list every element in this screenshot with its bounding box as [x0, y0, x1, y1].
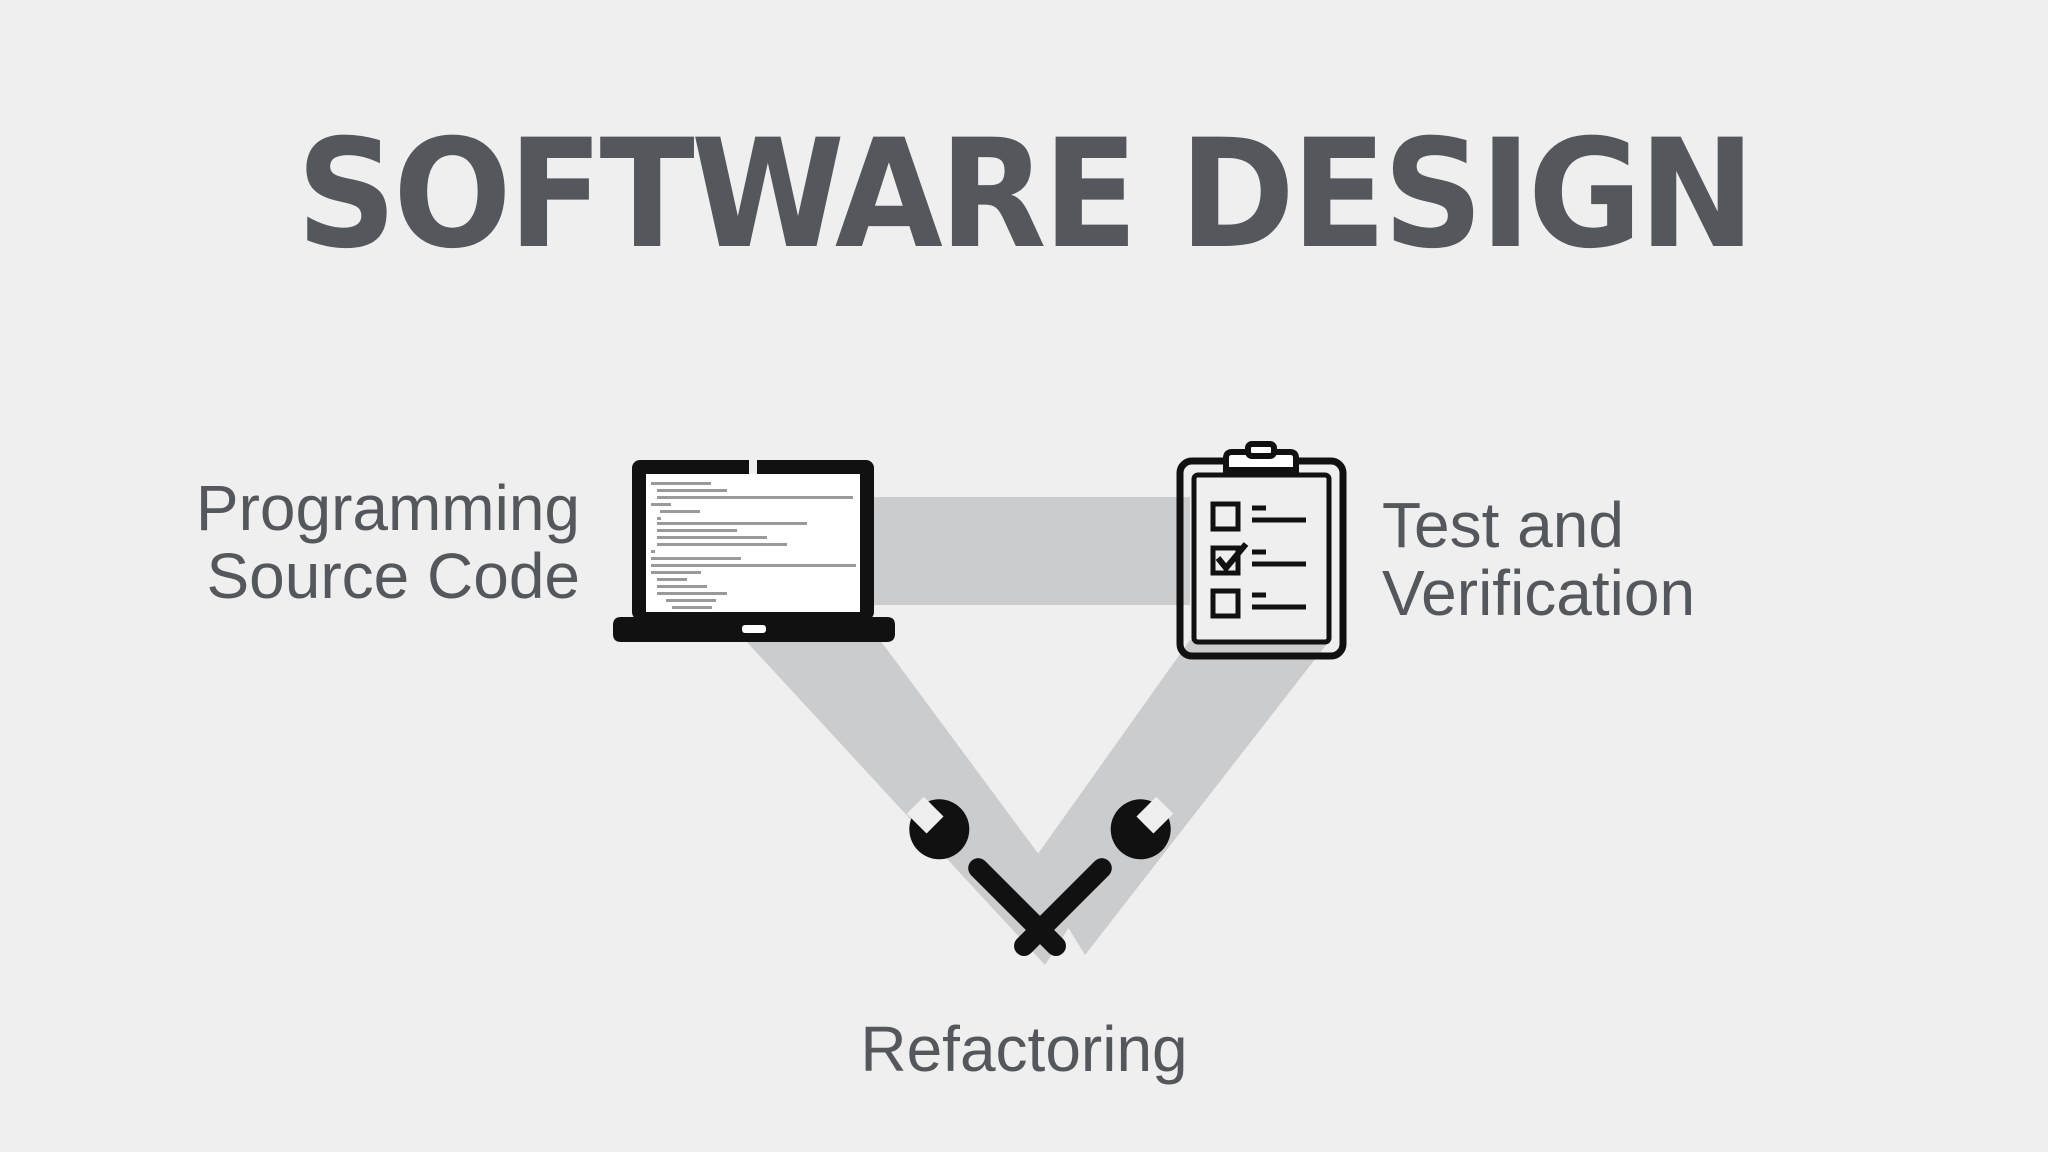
node-label-test-line1: Test and [1382, 489, 1624, 561]
node-label-test-line2: Verification [1382, 557, 1696, 629]
clipboard-checklist-icon [1176, 441, 1347, 660]
node-label-refactoring-line1: Refactoring [860, 1013, 1188, 1085]
node-label-programming-line2: Source Code [206, 540, 580, 612]
node-label-test: Test and Verification [1382, 491, 1695, 627]
page-title: SOFTWARE DESIGN [296, 108, 1755, 282]
connector-programming-test [860, 497, 1190, 605]
node-label-refactoring: Refactoring [0, 1015, 2048, 1083]
node-label-programming: Programming Source Code [196, 474, 580, 610]
code-lines [651, 482, 856, 609]
crossed-wrenches-icon [906, 796, 1174, 956]
node-label-programming-line1: Programming [195, 472, 580, 544]
laptop-code-icon [613, 460, 895, 642]
